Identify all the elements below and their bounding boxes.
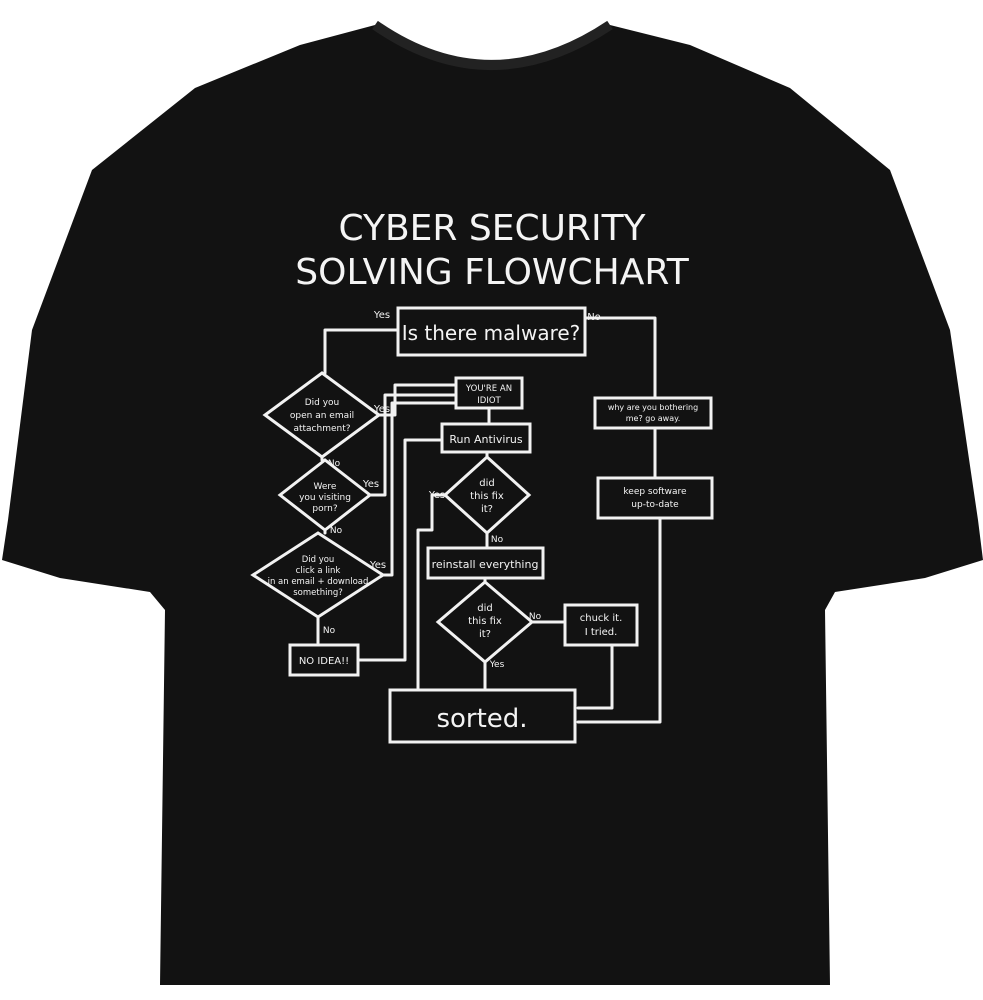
svg-text:me? go away.: me? go away.: [626, 414, 681, 423]
svg-text:sorted.: sorted.: [436, 704, 527, 734]
svg-text:it?: it?: [479, 629, 491, 640]
title-line-1: CYBER SECURITY: [338, 208, 646, 249]
svg-text:Is there malware?: Is there malware?: [402, 321, 581, 345]
svg-text:Were: Were: [314, 482, 337, 492]
svg-text:this fix: this fix: [470, 491, 504, 502]
label-yes: Yes: [489, 660, 505, 670]
svg-text:it?: it?: [481, 504, 493, 515]
node-no-idea: NO IDEA!!: [288, 643, 360, 677]
label-no: No: [323, 626, 336, 636]
svg-text:Did you: Did you: [305, 398, 340, 408]
label-yes: Yes: [369, 560, 386, 571]
svg-text:this fix: this fix: [468, 616, 502, 627]
svg-text:you visiting: you visiting: [299, 493, 351, 503]
svg-text:in an email + download: in an email + download: [268, 577, 369, 587]
node-fix-1: did this fix it?: [442, 454, 532, 536]
svg-text:IDIOT: IDIOT: [477, 396, 501, 406]
svg-text:keep software: keep software: [623, 487, 687, 497]
svg-text:Run Antivirus: Run Antivirus: [449, 433, 523, 446]
label-no: No: [587, 312, 601, 323]
label-no: No: [491, 535, 504, 545]
node-sorted: sorted.: [388, 688, 577, 744]
svg-text:did: did: [479, 478, 494, 489]
node-email-attachment: Did you open an email attachment?: [262, 371, 382, 459]
svg-text:open an email: open an email: [290, 411, 354, 421]
label-no: No: [529, 612, 542, 622]
label-no: No: [330, 526, 343, 536]
svg-text:did: did: [477, 603, 492, 614]
connectors: [316, 316, 662, 724]
label-yes: Yes: [362, 479, 379, 490]
label-yes: Yes: [373, 404, 390, 415]
label-no: No: [328, 459, 341, 469]
node-click-link: Did you click a link in an email + downl…: [250, 531, 386, 619]
svg-text:NO IDEA!!: NO IDEA!!: [299, 656, 349, 667]
svg-text:porn?: porn?: [312, 504, 337, 514]
node-fix-2: did this fix it?: [435, 580, 535, 664]
node-idiot: YOU'RE AN IDIOT: [454, 376, 524, 410]
svg-text:reinstall everything: reinstall everything: [432, 558, 539, 571]
node-reinstall: reinstall everything: [426, 546, 545, 580]
svg-text:I tried.: I tried.: [585, 627, 618, 638]
title-line-2: SOLVING FLOWCHART: [295, 252, 689, 293]
svg-text:up-to-date: up-to-date: [631, 500, 679, 510]
label-yes: Yes: [428, 490, 445, 501]
node-run-antivirus: Run Antivirus: [440, 422, 532, 454]
svg-text:chuck it.: chuck it.: [580, 613, 623, 624]
node-update: keep software up-to-date: [596, 476, 714, 520]
node-malware: Is there malware?: [396, 306, 587, 357]
svg-text:Did you: Did you: [302, 555, 335, 565]
label-yes: Yes: [373, 310, 390, 321]
node-bothering: why are you bothering me? go away.: [593, 396, 713, 430]
collar: [372, 20, 613, 70]
svg-text:click a link: click a link: [296, 566, 341, 576]
node-porn: Were you visiting porn?: [277, 458, 373, 532]
node-chuck-it: chuck it. I tried.: [563, 603, 639, 647]
svg-text:why are you bothering: why are you bothering: [608, 403, 698, 412]
svg-text:YOU'RE AN: YOU'RE AN: [465, 384, 512, 394]
svg-text:attachment?: attachment?: [293, 424, 350, 434]
svg-text:something?: something?: [293, 588, 343, 598]
